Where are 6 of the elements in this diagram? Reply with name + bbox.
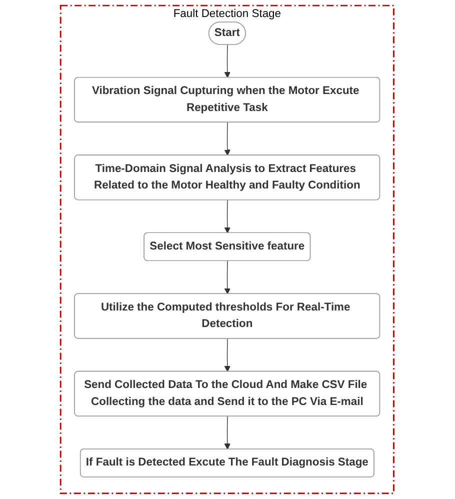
arrow xyxy=(224,44,231,78)
arrow xyxy=(224,260,231,294)
arrow xyxy=(224,200,231,234)
arrow xyxy=(224,338,231,372)
arrow xyxy=(224,416,231,450)
arrow xyxy=(224,122,231,156)
